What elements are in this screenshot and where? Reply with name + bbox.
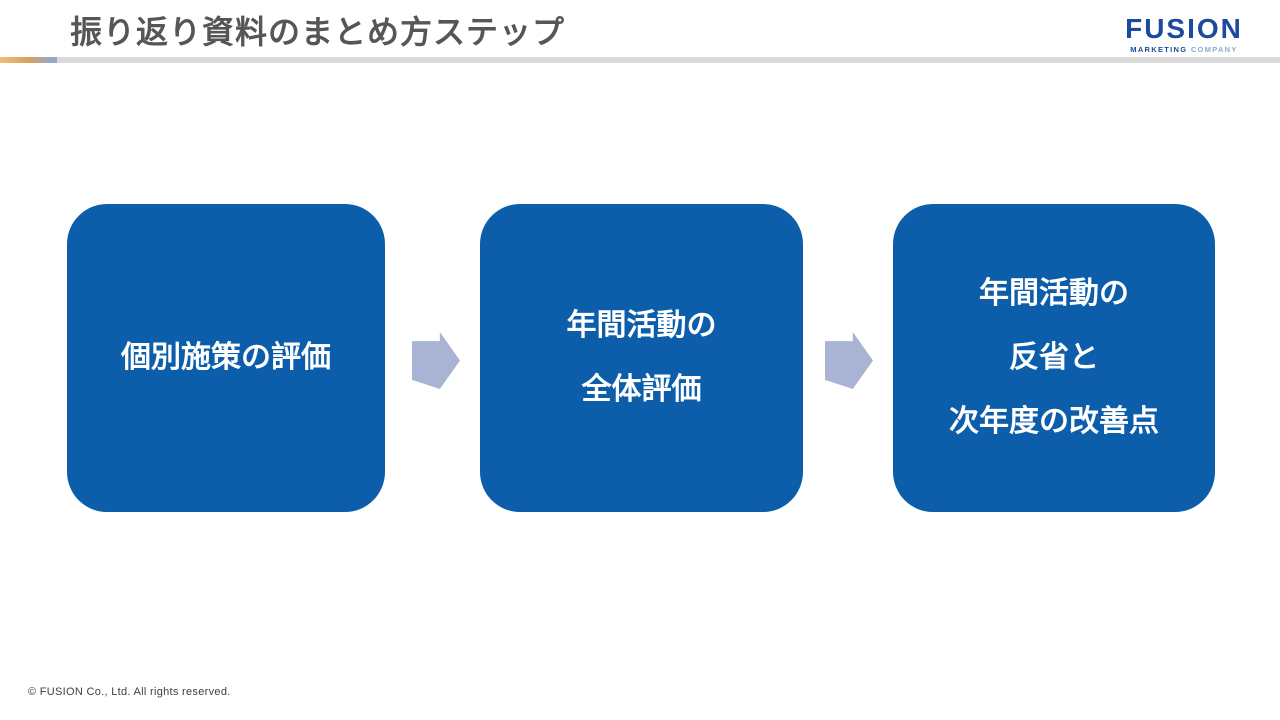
page-title: 振り返り資料のまとめ方ステップ	[70, 14, 566, 50]
fusion-logo-tagline: MARKETING COMPANY	[1122, 45, 1246, 54]
step-box-reflection-improvements: 年間活動の 反省と 次年度の改善点	[893, 204, 1215, 512]
step-box-label-line: 年間活動の	[566, 309, 717, 342]
step-box-label-line: 反省と	[1009, 341, 1099, 374]
arrow-right-icon-2	[825, 332, 873, 389]
fusion-logo-wordmark: FUSION	[1125, 13, 1243, 44]
copyright: © FUSION Co., Ltd. All rights reserved.	[28, 686, 231, 698]
accent-divider-gradient	[0, 57, 57, 63]
fusion-logo-tagline-marketing: MARKETING	[1130, 45, 1188, 54]
fusion-logo-tagline-company: COMPANY	[1190, 45, 1238, 54]
accent-divider-gray	[57, 57, 1280, 63]
step-box-label-line: 次年度の改善点	[949, 405, 1159, 438]
step-box-label: 個別施策の評価	[121, 341, 331, 374]
step-box-label-line: 全体評価	[581, 373, 702, 406]
step-box-annual-overall-evaluation: 年間活動の 全体評価	[480, 204, 803, 512]
fusion-logo: FUSION MARKETING COMPANY	[1122, 13, 1246, 55]
step-box-label-line: 年間活動の	[979, 277, 1129, 310]
accent-divider	[0, 57, 1280, 63]
arrow-right-icon-1	[412, 332, 460, 389]
step-box-individual-evaluation: 個別施策の評価	[67, 204, 385, 512]
